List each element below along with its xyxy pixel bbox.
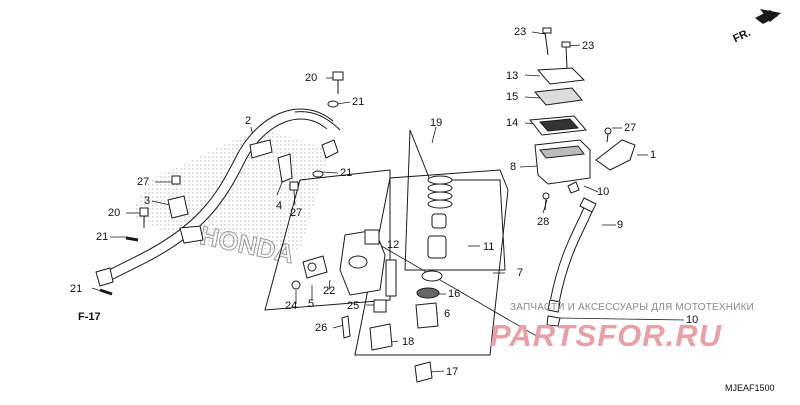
callout-7: 7 xyxy=(517,267,524,279)
group-box-11 xyxy=(404,129,506,271)
diagram-code: MJEAF1500 xyxy=(725,383,775,393)
group-box-12 xyxy=(264,169,391,311)
callout-4: 4 xyxy=(276,200,283,212)
callout-10: 10 xyxy=(597,186,610,198)
callout-21: 21 xyxy=(70,283,83,295)
callout-9: 9 xyxy=(617,219,624,231)
callout-21: 21 xyxy=(352,96,365,108)
callout-1: 1 xyxy=(650,149,657,161)
callout-14: 14 xyxy=(506,117,519,129)
hose-fittings xyxy=(99,71,344,296)
hose-2 xyxy=(95,108,341,287)
callout-19: 19 xyxy=(430,117,443,129)
callout-10: 10 xyxy=(686,314,699,326)
callout-27: 27 xyxy=(290,207,303,219)
hose-9 xyxy=(546,197,597,327)
reference-label: F-17 xyxy=(78,311,101,323)
callout-6: 6 xyxy=(444,308,451,320)
callout-12: 12 xyxy=(387,239,400,251)
callout-24: 24 xyxy=(285,300,298,312)
callout-8: 8 xyxy=(510,161,517,173)
callout-23: 23 xyxy=(582,40,595,52)
callout-27: 27 xyxy=(624,122,637,134)
callout-26: 26 xyxy=(315,322,328,334)
callout-27: 27 xyxy=(137,176,150,188)
callout-16: 16 xyxy=(448,288,461,300)
callout-23: 23 xyxy=(514,26,527,38)
callout-25: 25 xyxy=(347,300,360,312)
callout-21: 21 xyxy=(340,167,353,179)
callout-20: 20 xyxy=(305,72,318,84)
master-cylinder xyxy=(291,229,433,383)
callout-17: 17 xyxy=(446,366,459,378)
callout-22: 22 xyxy=(323,285,336,297)
callout-18: 18 xyxy=(402,336,415,348)
callout-21: 21 xyxy=(96,231,109,243)
watermark-caption: ЗАПЧАСТИ И АКСЕССУАРЫ ДЛЯ МОТОТЕХНИКИ xyxy=(510,302,755,313)
callout-20: 20 xyxy=(108,207,121,219)
front-arrow xyxy=(755,9,781,24)
watermark-logo: PARTSFOR.RU xyxy=(490,318,723,353)
reservoir-assembly xyxy=(529,27,636,211)
callout-15: 15 xyxy=(506,91,519,103)
callout-5: 5 xyxy=(308,298,315,310)
callout-28: 28 xyxy=(537,216,550,228)
piston-kit xyxy=(415,175,453,329)
callout-3: 3 xyxy=(144,195,151,207)
callout-13: 13 xyxy=(506,70,519,82)
group-box-7 xyxy=(354,169,509,356)
callout-11: 11 xyxy=(483,241,495,253)
callout-2: 2 xyxy=(245,115,252,127)
